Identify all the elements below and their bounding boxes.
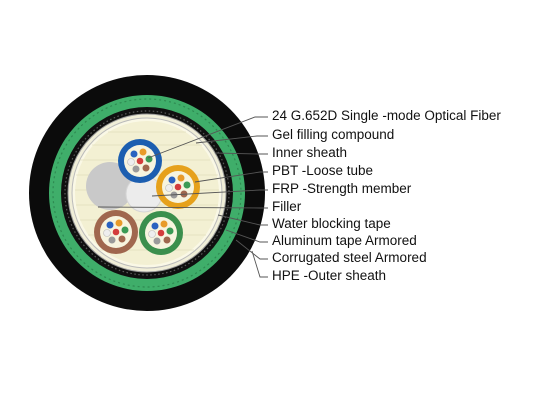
label-corrugated-steel: Corrugated steel Armored — [272, 250, 427, 265]
label-filler: Filler — [272, 199, 302, 214]
leader-line-hpe — [251, 250, 268, 278]
label-aluminum-tape: Aluminum tape Armored — [272, 233, 417, 248]
label-hpe-outer-sheath: HPE -Outer sheath — [272, 268, 387, 283]
leader-line-fiber — [147, 116, 268, 159]
leader-line-steel — [235, 239, 268, 260]
leader-line-frp — [151, 189, 268, 197]
inner-sheath-ring — [64, 110, 230, 276]
label-loose-tube: PBT -Loose tube — [272, 163, 374, 178]
leader-line-water-blocking — [217, 214, 268, 226]
loose-tube-orange — [156, 165, 200, 209]
leader-line-filler — [97, 206, 268, 209]
loose-tube-green — [139, 211, 183, 255]
leader-line-loose-tube — [194, 171, 268, 183]
leader-lines — [97, 116, 268, 278]
leader-line-inner-sheath — [214, 152, 268, 155]
label-gel-filling: Gel filling compound — [272, 127, 395, 142]
leader-line-gel — [195, 135, 268, 144]
leader-line-aluminum — [225, 229, 268, 243]
label-inner-sheath: Inner sheath — [272, 145, 348, 160]
loose-tube-blue — [118, 139, 162, 183]
loose-tube-brown — [94, 210, 138, 254]
label-optical-fiber: 24 G.652D Single -mode Optical Fiber — [272, 108, 501, 123]
label-frp: FRP -Strength member — [272, 181, 412, 196]
armor-corrugation — [52, 98, 242, 288]
label-water-blocking-tape: Water blocking tape — [272, 216, 391, 231]
filler-rod — [86, 162, 134, 210]
